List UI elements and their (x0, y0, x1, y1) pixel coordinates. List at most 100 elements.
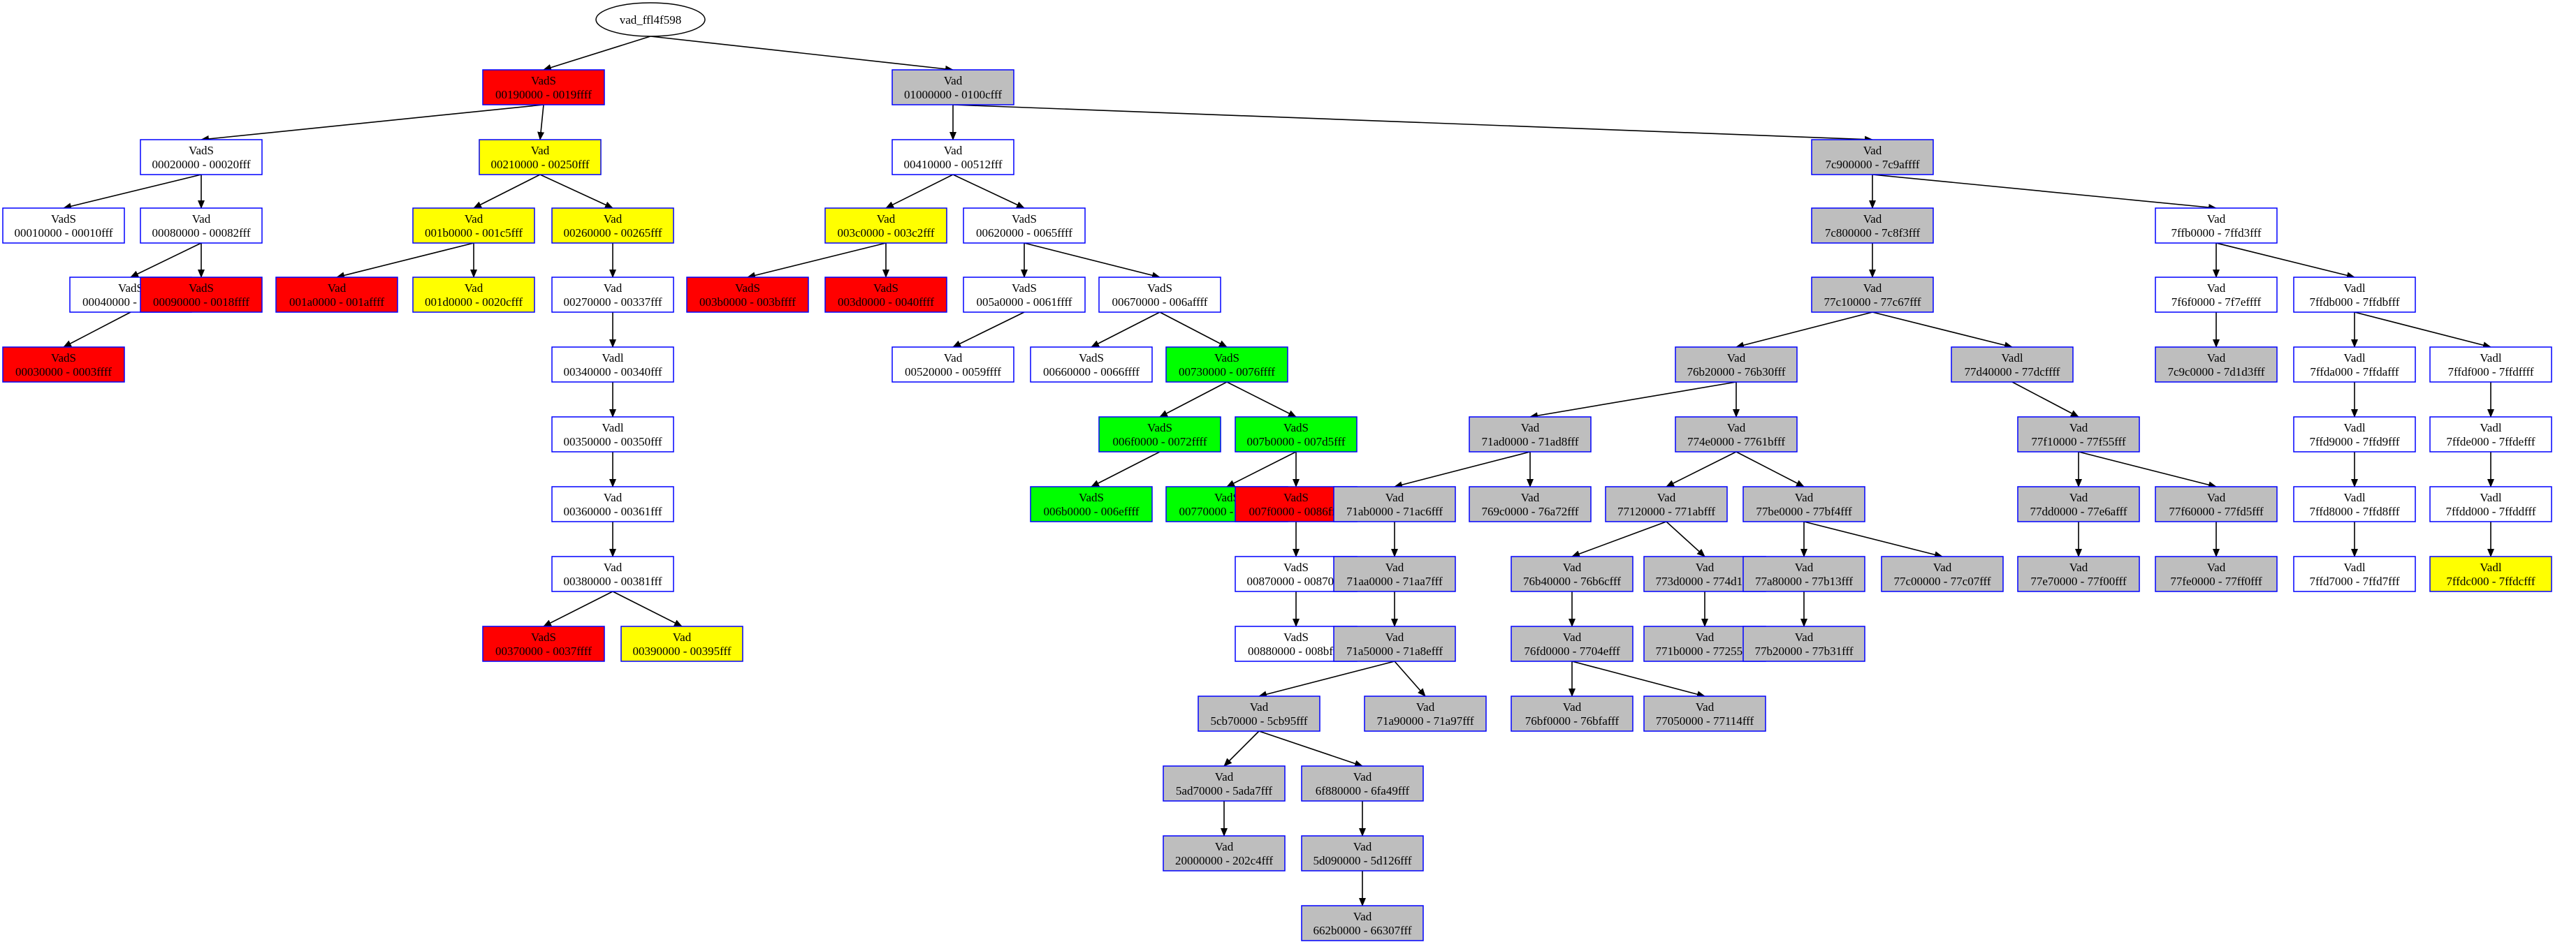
vad-node-range: 77b20000 - 77b31fff (1754, 645, 1853, 658)
vad-node-box (1469, 486, 1592, 522)
vad-node-type: Vadl (602, 351, 623, 365)
vad-node-box (551, 556, 674, 592)
vad-node-range: 5ad70000 - 5ada7fff (1176, 784, 1273, 797)
vad-node-type: Vad (1563, 561, 1582, 574)
edge-n45-n58 (1735, 451, 1805, 487)
vad-node-type: Vad (2207, 212, 2226, 226)
vad-node-box (1469, 416, 1592, 453)
vad-node-type: Vad (1933, 561, 1952, 574)
vad-node-box (1364, 696, 1487, 732)
vad-node-box (892, 69, 1014, 105)
vad-node-type: Vad (1353, 840, 1372, 853)
vad-node-type: Vadl (2480, 561, 2501, 574)
vad-node-box (140, 139, 263, 175)
edge-n22-n24 (747, 242, 887, 279)
edge-n27-n30 (1159, 311, 1228, 348)
vad-node-box (2155, 207, 2278, 244)
vad-node-type: Vad (1727, 421, 1746, 434)
vad-node-type: Vad (2207, 561, 2226, 574)
vad-node-box (1511, 696, 1633, 732)
vad-node-type: Vad (328, 281, 347, 295)
edge-n40-n74 (2215, 242, 2355, 279)
vad-node-box (1333, 556, 1456, 592)
vad-node-type: VadS (1283, 561, 1309, 574)
vad-node-box (1098, 277, 1221, 313)
vad-node-range: 7ffdc000 - 7ffdcfff (2446, 575, 2535, 588)
vad-node-range: 77f60000 - 77fd5fff (2169, 505, 2264, 518)
vad-node-range: 00030000 - 0003ffff (15, 365, 112, 378)
vad-node-box (1165, 346, 1288, 383)
vad-node-type: Vad (1563, 700, 1582, 714)
vad-node-range: 00260000 - 00265fff (563, 226, 662, 240)
vad-node-type: Vad (2069, 561, 2088, 574)
vad-node-type: Vad (1521, 421, 1540, 434)
edge-n43-n68 (2011, 381, 2079, 418)
vad-node-range: 7ffda000 - 7ffdafff (2310, 365, 2399, 378)
vad-node-box (1951, 346, 2074, 383)
vad-node-range: 007f0000 - 0086ffff (1249, 505, 1343, 518)
vad-node-range: 71a50000 - 71a8efff (1346, 645, 1443, 658)
vad-node-type: VadS (1147, 421, 1172, 434)
edge-n21-n23 (952, 174, 1025, 209)
vad-node-box (2429, 556, 2552, 592)
vad-node-box (1511, 556, 1633, 592)
vad-node-type: Vad (1250, 700, 1269, 714)
vad-node-type: Vad (2207, 351, 2226, 365)
vad-node-type: VadS (1079, 351, 1104, 365)
edge-root-n2 (650, 36, 954, 73)
edge-n27-n29 (1091, 311, 1160, 348)
vad-node-box (2017, 416, 2140, 453)
vad-node-range: 7ffdf000 - 7ffdffff (2447, 365, 2533, 378)
edge-n50-n53 (1258, 730, 1363, 767)
vad-node-type: Vad (673, 631, 692, 644)
vad-node-type: Vad (1863, 144, 1882, 157)
vad-node-box (551, 346, 674, 383)
vad-node-range: 00190000 - 0019ffff (495, 88, 592, 101)
vad-node-box (1198, 696, 1320, 732)
vad-node-type: VadS (1079, 491, 1104, 504)
edges-layer (63, 36, 2494, 906)
edge-n57-n60 (1666, 521, 1705, 557)
vad-node-type: VadS (1214, 351, 1239, 365)
vad-node-range: 7c9c0000 - 7d1d3fff (2167, 365, 2264, 378)
vad-node-range: 00350000 - 00350fff (563, 435, 662, 448)
vad-node-type: Vad (1795, 561, 1814, 574)
vad-node-box (2293, 346, 2416, 383)
vad-node-box (1643, 696, 1766, 732)
vad-node-range: 7c900000 - 7c9affff (1825, 158, 1919, 171)
vad-node-box (1301, 905, 1424, 941)
vad-node-box (2429, 346, 2552, 383)
vad-node-box (620, 626, 743, 662)
vad-node-box (1030, 486, 1153, 522)
vad-node-box (1742, 556, 1865, 592)
edge-n6-n7 (130, 242, 202, 278)
vad-node-range: 00080000 - 00082fff (152, 226, 250, 240)
edge-n30-n31 (1159, 381, 1228, 418)
vad-node-box (1511, 626, 1633, 662)
vad-node-range: 7f6f0000 - 7f7effff (2171, 295, 2262, 309)
vad-node-type: Vad (1385, 491, 1404, 504)
vad-node-type: Vad (1696, 561, 1715, 574)
vad-node-range: 00880000 - 008bffff (1248, 645, 1344, 658)
edge-n45-n57 (1666, 451, 1737, 487)
